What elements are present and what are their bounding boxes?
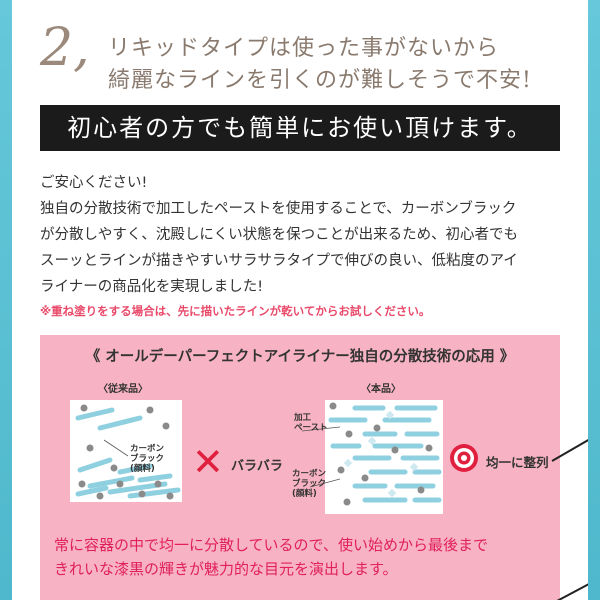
aligned-particles-graphic — [328, 402, 442, 506]
scattered-particles-graphic — [75, 404, 181, 500]
diagram-conclusion: 常に容器の中で均一に分散しているので、使い始めから最後まで きれいな漆黒の輝きが… — [54, 533, 488, 581]
body-line: ライナーの商品化を実現しました! — [40, 279, 264, 295]
caution-note: ※重ね塗りをする場合は、先に描いたラインが乾いてからお試しください。 — [40, 304, 431, 318]
carbon-label-left: カーボン ブラック (顔料) — [130, 444, 165, 474]
answer-banner: 初心者の方でも簡単にお使い頂けます。 — [40, 105, 560, 151]
cross-icon: ✕ — [192, 440, 224, 484]
diagram-title: 《 オールデーパーフェクトアイライナー独自の分散技術の応用 》 — [85, 349, 515, 365]
product-illustration — [325, 400, 443, 514]
uniform-text: 均一に整列 — [486, 455, 549, 470]
content-panel: 2, リキッドタイプは使った事がないから 綺麗なラインを引くのが難しそうで不安!… — [12, 0, 588, 600]
conventional-label: 〈従来品〉 — [98, 384, 148, 395]
dispersion-diagram: 《 オールデーパーフェクトアイライナー独自の分散技術の応用 》 〈従来品〉 〈本… — [40, 335, 560, 600]
body-line: が分散しやすく、沈殿しにくい状態を保つことが出来るため、初心者でも — [40, 227, 519, 243]
left-frame — [0, 0, 12, 600]
decorative-line — [556, 557, 588, 600]
carbon-label-right: カーボン ブラック (顔料) — [292, 469, 327, 499]
paste-label: 加工 ペースト — [294, 413, 328, 433]
question-line-2: 綺麗なラインを引くのが難しそうで不安! — [108, 68, 532, 93]
question-line-1: リキッドタイプは使った事がないから — [108, 36, 500, 61]
scattered-text: バラバラ — [231, 459, 283, 474]
body-line: ご安心ください! — [40, 175, 148, 191]
conclusion-line: きれいな漆黒の輝きが魅力的な目元を演出します。 — [54, 560, 398, 578]
product-label: 〈本品〉 — [361, 384, 401, 395]
right-frame — [588, 0, 600, 600]
body-line: 独自の分散技術で加工したペーストを使用することで、カーボンブラック — [40, 201, 517, 217]
body-text: ご安心ください! 独自の分散技術で加工したペーストを使用することで、カーボンブラ… — [40, 170, 570, 300]
conclusion-line: 常に容器の中で均一に分散しているので、使い始めから最後まで — [54, 536, 488, 554]
target-icon — [450, 444, 478, 472]
question-number: 2, — [40, 18, 90, 78]
label-pointers — [301, 426, 340, 488]
body-line: スーッとラインが描きやすいサラサラタイプで伸びの良い、低粘度のアイ — [40, 253, 518, 269]
conventional-illustration: カーボン ブラック (顔料) — [70, 400, 182, 502]
